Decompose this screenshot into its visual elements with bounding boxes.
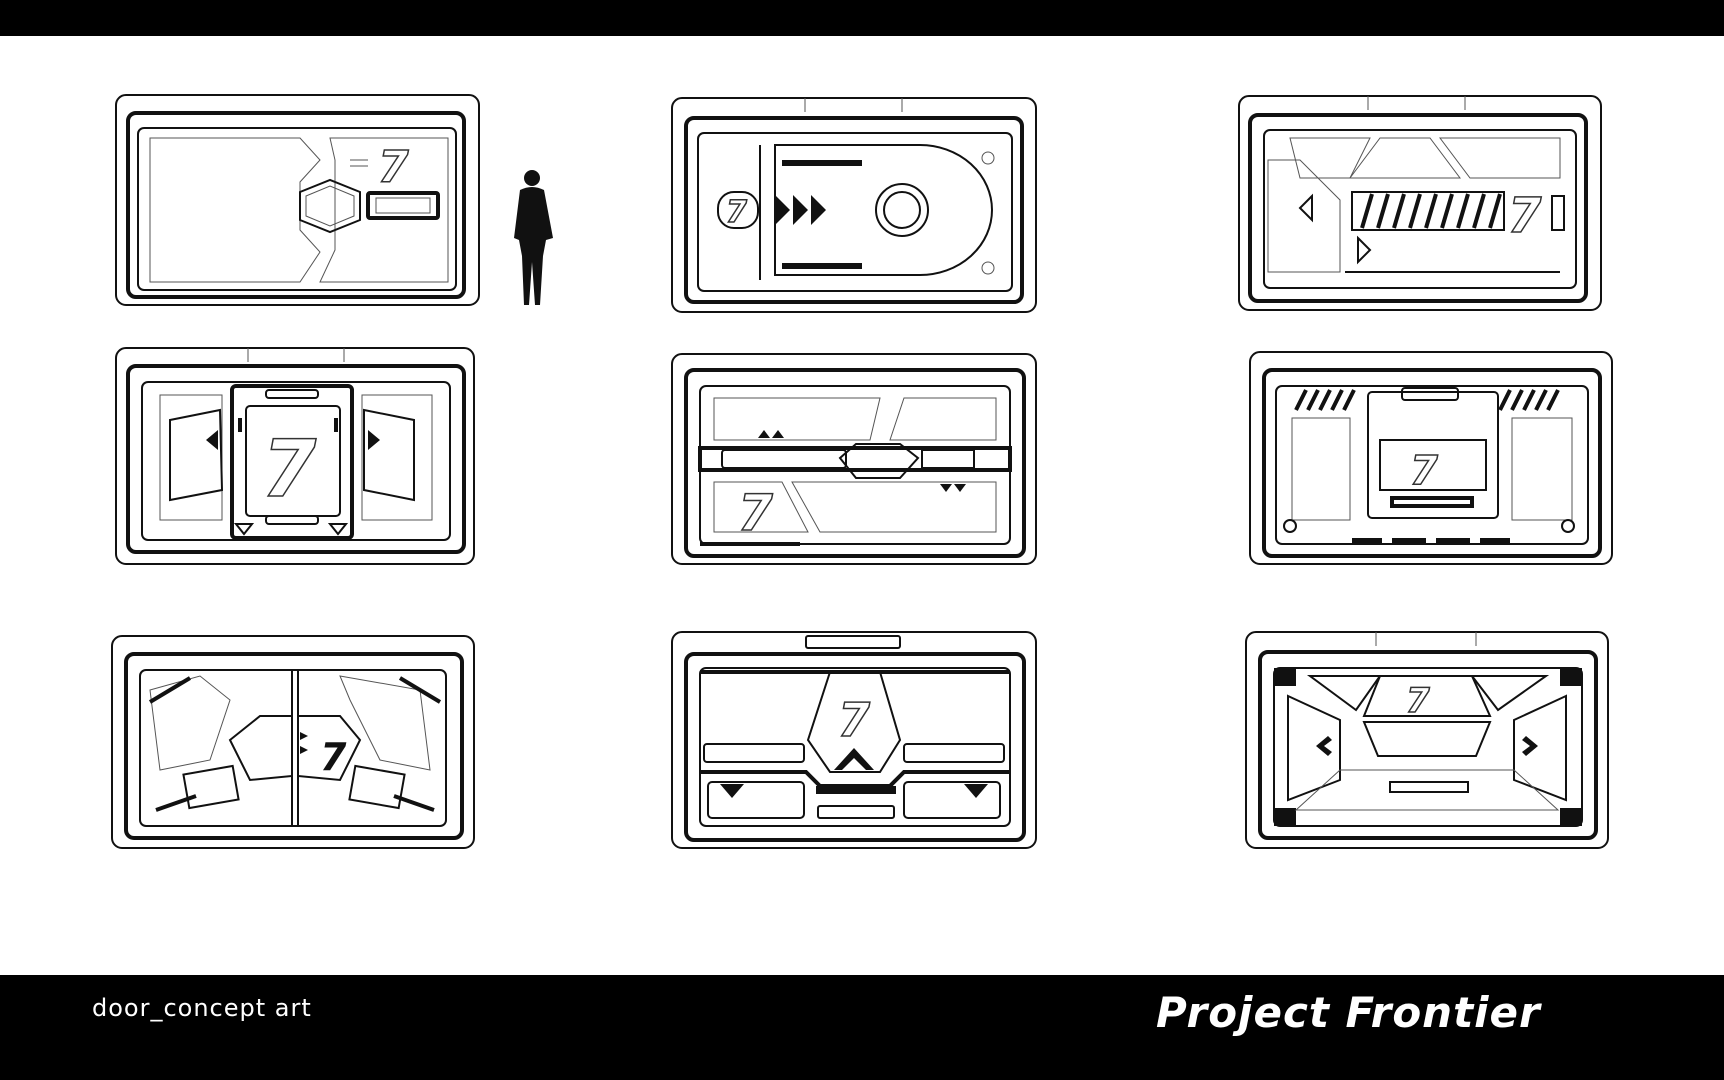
door-sketch-2: 7 (671, 97, 1037, 313)
hatch-stripes-6a (1294, 389, 1356, 411)
top-letterbox-bar (0, 0, 1724, 36)
panel-numeral-6: 7 (1410, 448, 1438, 494)
door-sketch-9: 7 (1245, 631, 1609, 849)
panel-numeral-2: 7 (726, 195, 747, 230)
panel-numeral-1: 7 (378, 142, 409, 193)
panel-numeral-9: 7 (1406, 681, 1430, 721)
hatch-stripes-3 (1360, 193, 1502, 229)
door-sketch-7: 7 (111, 635, 475, 849)
human-scale-silhouette (514, 170, 553, 305)
caption-text: door_concept art (92, 994, 312, 1022)
panel-numeral-3: 7 (1508, 188, 1542, 244)
door-sketch-5: 7 (671, 353, 1037, 565)
door-sketch-6: 7 (1249, 351, 1613, 565)
panel-numeral-5: 7 (738, 484, 773, 542)
bottom-letterbox-bar (0, 975, 1724, 1080)
door-sketch-3: 7 (1238, 95, 1602, 311)
brand-logo-text: Project Frontier (1156, 988, 1541, 1037)
door-sketch-4: 7 (115, 347, 475, 565)
door-sketch-8: 7 (671, 631, 1037, 849)
panel-numeral-4: 7 (262, 425, 317, 515)
hatch-stripes-6b (1498, 389, 1560, 411)
panel-numeral-7: 7 (320, 735, 347, 779)
panel-numeral-8: 7 (838, 693, 870, 747)
door-sketch-1: 7 (115, 94, 480, 306)
